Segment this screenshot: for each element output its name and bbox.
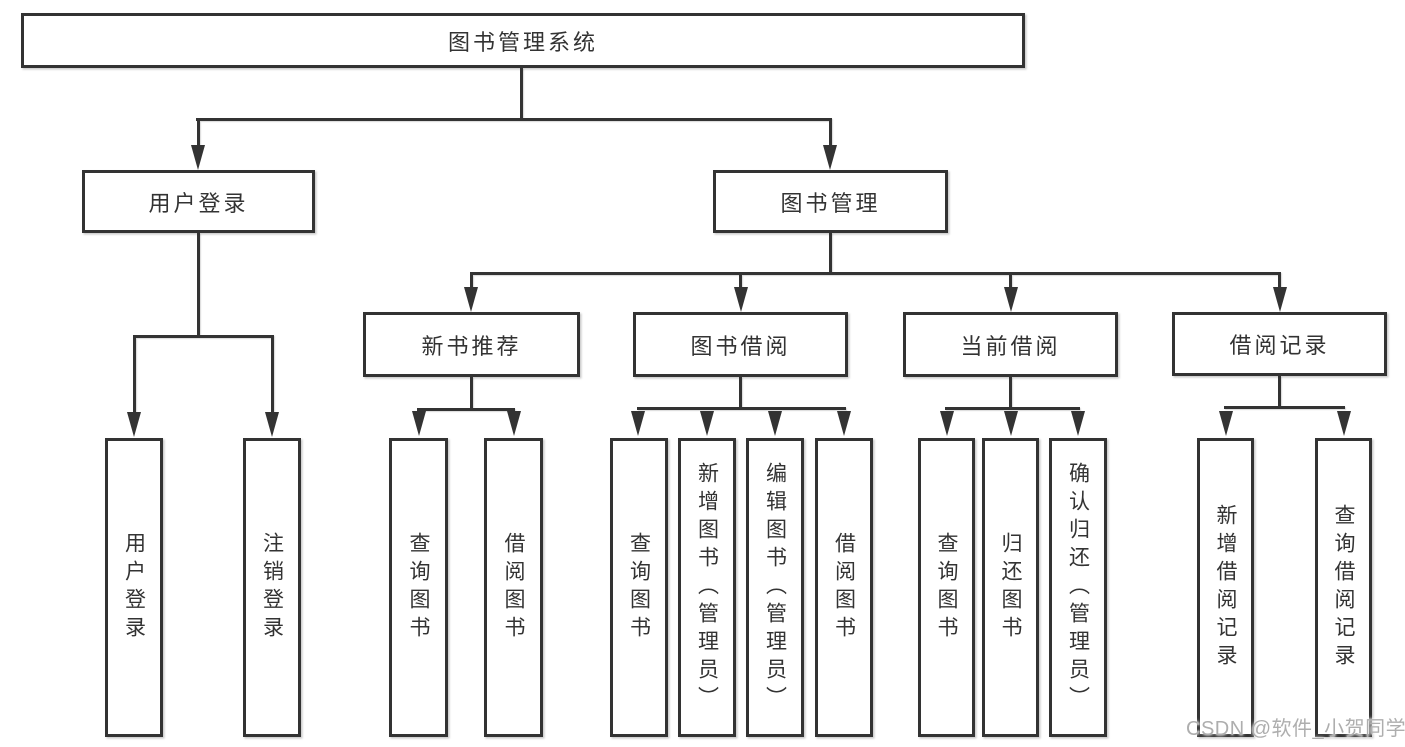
leaf-newbook-query: 查询图书 <box>389 438 448 737</box>
arrowhead-current-return <box>1003 411 1018 436</box>
connector-root-stem <box>520 68 523 118</box>
arrowhead-book-manage <box>823 145 837 170</box>
arrowhead-current-query <box>939 411 954 436</box>
arrowhead-current-confirm <box>1071 411 1085 436</box>
connector-book-manage-stem <box>828 233 832 272</box>
node-current-borrow-label: 当前借阅 <box>960 333 1061 359</box>
node-borrow-records: 借阅记录 <box>1172 312 1387 376</box>
connector-new-book-stem <box>470 377 473 408</box>
leaf-newbook-borrow-label: 借阅图书 <box>502 531 525 644</box>
arrowhead-book-borrow <box>733 287 748 312</box>
connector-level3-span <box>469 272 1281 275</box>
leaf-borrow-add-label: 新增图书（管理员） <box>695 461 719 714</box>
connector-drop-leaf-logout <box>270 338 274 412</box>
connector-drop-user-login <box>196 121 200 145</box>
leaf-borrow-edit: 编辑图书（管理员） <box>746 438 804 737</box>
leaf-current-confirm: 确认归还（管理员） <box>1049 438 1107 737</box>
connector-user-login-stem <box>197 233 200 335</box>
leaf-current-return: 归还图书 <box>982 438 1039 737</box>
leaf-records-query-label: 查询借阅记录 <box>1332 503 1355 672</box>
leaf-user-login-label: 用户登录 <box>122 531 146 644</box>
arrowhead-user-login <box>191 145 205 170</box>
arrowhead-borrow-edit <box>768 411 782 436</box>
arrowhead-leaf-user-login <box>127 412 141 437</box>
connector-book-borrow-split <box>636 407 846 410</box>
node-root-label: 图书管理系统 <box>447 29 598 55</box>
leaf-borrow-borrow-label: 借阅图书 <box>832 531 856 644</box>
leaf-borrow-query-label: 查询图书 <box>627 531 651 644</box>
leaf-records-add-label: 新增借阅记录 <box>1214 503 1237 672</box>
leaf-user-login: 用户登录 <box>105 438 163 737</box>
connector-level2-span <box>196 118 832 121</box>
node-book-manage: 图书管理 <box>713 170 948 233</box>
leaf-records-query: 查询借阅记录 <box>1315 438 1372 737</box>
arrowhead-borrow-query <box>631 411 645 436</box>
node-borrow-records-label: 借阅记录 <box>1229 333 1330 358</box>
node-book-borrow-label: 图书借阅 <box>690 333 791 359</box>
watermark: CSDN @软件_小贺同学 <box>1186 718 1405 740</box>
connector-drop-book-borrow <box>739 275 742 287</box>
node-user-login: 用户登录 <box>82 170 315 233</box>
node-user-login-label: 用户登录 <box>148 190 249 216</box>
arrowhead-leaf-logout <box>265 412 279 437</box>
arrowhead-borrow-records <box>1272 287 1287 312</box>
leaf-borrow-add: 新增图书（管理员） <box>678 438 736 737</box>
leaf-borrow-edit-label: 编辑图书（管理员） <box>763 461 787 714</box>
node-root: 图书管理系统 <box>21 13 1025 68</box>
connector-drop-current-borrow <box>1009 275 1012 287</box>
arrowhead-borrow-borrow <box>837 411 851 436</box>
leaf-logout: 注销登录 <box>243 438 301 737</box>
connector-user-login-split <box>132 335 274 338</box>
leaf-current-return-label: 归还图书 <box>999 531 1022 644</box>
node-current-borrow: 当前借阅 <box>903 312 1118 377</box>
arrowhead-newbook-borrow <box>506 411 521 436</box>
node-book-borrow: 图书借阅 <box>633 312 848 377</box>
arrowhead-borrow-add <box>700 411 714 436</box>
arrowhead-newbook-query <box>411 411 426 436</box>
connector-borrow-records-stem <box>1278 376 1281 406</box>
node-new-book: 新书推荐 <box>363 312 580 377</box>
connector-drop-book-manage <box>828 121 832 145</box>
leaf-borrow-borrow: 借阅图书 <box>815 438 873 737</box>
leaf-current-query-label: 查询图书 <box>935 531 958 644</box>
arrowhead-current-borrow <box>1003 287 1018 312</box>
connector-drop-borrow-records <box>1278 275 1281 287</box>
connector-new-book-split <box>417 408 515 411</box>
leaf-current-confirm-label: 确认归还（管理员） <box>1066 461 1090 714</box>
node-new-book-label: 新书推荐 <box>421 333 522 359</box>
connector-book-borrow-stem <box>739 377 742 407</box>
connector-current-borrow-stem <box>1009 377 1012 407</box>
connector-drop-new-book <box>469 275 473 287</box>
arrowhead-records-add <box>1218 411 1233 436</box>
connector-borrow-records-split <box>1224 406 1345 409</box>
node-book-manage-label: 图书管理 <box>780 190 881 216</box>
leaf-newbook-borrow: 借阅图书 <box>484 438 543 737</box>
leaf-newbook-query-label: 查询图书 <box>407 531 430 644</box>
leaf-records-add: 新增借阅记录 <box>1197 438 1254 737</box>
connector-drop-leaf-user-login <box>132 338 136 412</box>
arrowhead-records-query <box>1336 411 1351 436</box>
connector-current-borrow-split <box>944 407 1080 410</box>
leaf-borrow-query: 查询图书 <box>610 438 668 737</box>
leaf-logout-label: 注销登录 <box>260 531 284 644</box>
arrowhead-new-book <box>464 287 478 312</box>
leaf-current-query: 查询图书 <box>918 438 975 737</box>
